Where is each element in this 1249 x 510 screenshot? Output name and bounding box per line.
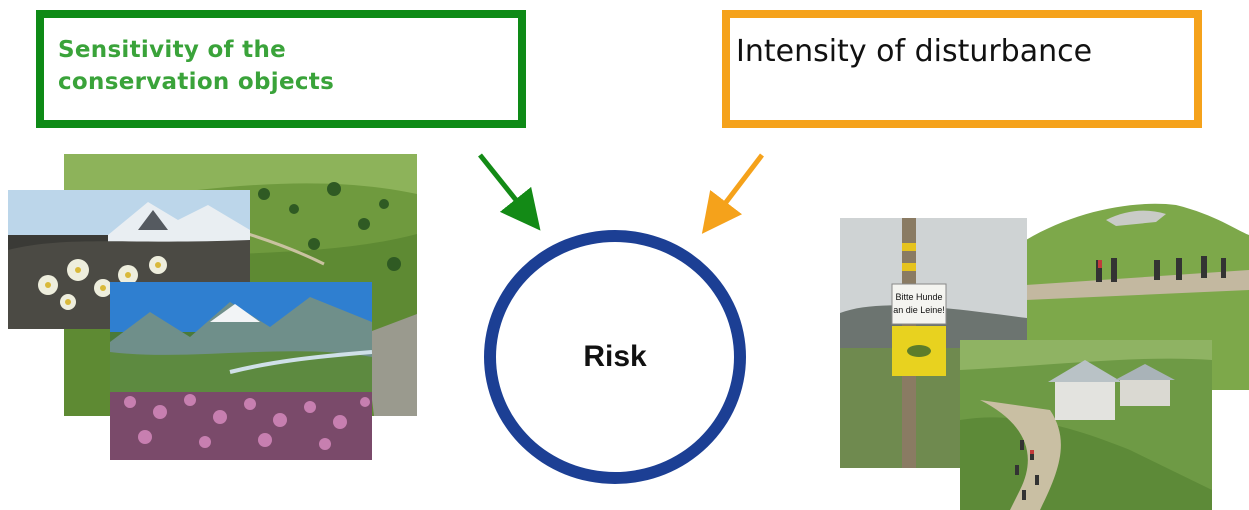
risk-label: Risk (583, 340, 647, 373)
green-arrow (478, 153, 541, 231)
svg-text:an die Leine!: an die Leine! (893, 305, 945, 315)
sensitivity-box: Sensitivity of the conservation objects (36, 10, 526, 128)
mountain-hut-photo (960, 340, 1212, 510)
flower-valley-photo (110, 282, 372, 460)
sensitivity-label: Sensitivity of the conservation objects (58, 37, 335, 95)
risk-circle: Risk (484, 230, 746, 484)
intensity-label: Intensity of disturbance (736, 34, 1093, 69)
orange-arrow (701, 153, 764, 234)
sign-text: Bitte Hunde (895, 292, 942, 302)
intensity-box: Intensity of disturbance (722, 10, 1202, 128)
